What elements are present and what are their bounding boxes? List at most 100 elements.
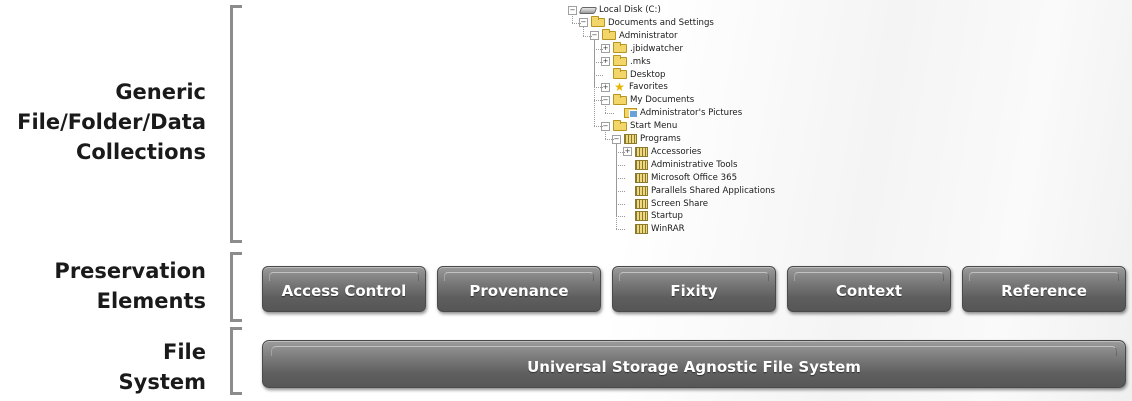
tree-connector	[594, 74, 603, 76]
program-icon	[635, 224, 648, 235]
layer-label-filesystem: File System	[119, 337, 206, 397]
layer-label-preservation: Preservation Elements	[54, 256, 206, 316]
tree-item-label: Administrator	[619, 30, 678, 41]
tree-item[interactable]: Parallels Shared Applications	[623, 185, 775, 197]
tree-connector	[594, 48, 603, 50]
tree-item[interactable]: +.jbidwatcher	[601, 42, 684, 55]
tree-item-label: Local Disk (C:)	[599, 5, 661, 15]
folder-icon	[613, 93, 627, 105]
preservation-element-reference[interactable]: Reference	[962, 266, 1126, 312]
tree-connector	[572, 14, 573, 23]
preservation-element-fixity[interactable]: Fixity	[612, 266, 776, 312]
tree-connector	[594, 100, 603, 102]
program-icon	[624, 134, 637, 144]
label-line: System	[118, 370, 206, 394]
tree-connector	[572, 22, 581, 24]
tree-item[interactable]: +.mks	[601, 55, 651, 68]
preservation-element-label: Provenance	[469, 282, 569, 300]
tree-item[interactable]: −Administrator	[590, 29, 678, 42]
tree-connector	[605, 130, 606, 139]
tree-connector	[605, 139, 614, 140]
layer-label-collections: Generic File/Folder/Data Collections	[17, 77, 206, 167]
preservation-element-provenance[interactable]: Provenance	[437, 266, 601, 312]
tree-item[interactable]: −My Documents	[601, 93, 695, 106]
program-icon	[635, 146, 648, 157]
tree-item[interactable]: −Start Menu	[601, 119, 678, 132]
tree-item-label: Documents and Settings	[608, 17, 714, 28]
tree-connector	[616, 203, 625, 205]
program-icon	[635, 198, 648, 209]
tree-connector	[616, 216, 625, 218]
tree-connector	[594, 39, 595, 127]
tree-item-label: .mks	[630, 56, 651, 67]
tree-connector	[616, 143, 617, 230]
tree-item-label: Screen Share	[651, 198, 709, 209]
label-line: Elements	[96, 289, 206, 313]
tree-item[interactable]: +Accessories	[623, 146, 701, 158]
tree-item[interactable]: −Documents and Settings	[579, 16, 714, 29]
tree-item-label: Administrator's Pictures	[640, 108, 743, 119]
folder-icon	[602, 29, 616, 41]
tree-item[interactable]: Screen Share	[623, 198, 708, 210]
label-line: File/Folder/Data	[17, 110, 206, 134]
program-icon	[635, 211, 648, 222]
folder-icon	[613, 68, 627, 79]
storage-label: Universal Storage Agnostic File System	[527, 358, 861, 376]
drive-icon	[578, 6, 598, 14]
tree-connector	[594, 87, 603, 89]
label-line: Preservation	[54, 259, 206, 283]
tree-connector	[616, 164, 625, 166]
tree-connector	[594, 61, 603, 63]
tree-connector	[594, 126, 603, 128]
tree-connector	[583, 26, 584, 36]
tree-item[interactable]: Desktop	[601, 68, 666, 81]
program-icon	[635, 185, 648, 196]
tree-item-label: My Documents	[630, 95, 695, 106]
tree-item-label: Start Menu	[630, 121, 678, 132]
tree-item-label: Accessories	[651, 146, 702, 157]
folder-icon	[591, 16, 605, 28]
tree-item-label: Startup	[651, 211, 683, 222]
tree-item[interactable]: −Programs	[612, 133, 681, 145]
tree-item-label: Favorites	[629, 82, 668, 93]
preservation-element-label: Access Control	[281, 282, 407, 300]
tree-item-label: Parallels Shared Applications	[651, 185, 776, 196]
preservation-element-label: Fixity	[670, 282, 718, 300]
tree-connector	[616, 229, 625, 231]
tree-item-label: Administrative Tools	[651, 159, 738, 170]
folder-icon	[613, 42, 627, 54]
folder-icon	[613, 119, 627, 131]
tree-item-label: WinRAR	[651, 224, 685, 235]
tree-connector	[583, 35, 592, 37]
tree-item[interactable]: WinRAR	[623, 223, 685, 235]
label-line: Collections	[75, 140, 206, 164]
tree-item-label: Microsoft Office 365	[651, 172, 738, 183]
tree-item[interactable]: +★Favorites	[601, 81, 668, 93]
bracket-collections	[230, 5, 242, 243]
preservation-element-access-control[interactable]: Access Control	[262, 266, 426, 312]
bracket-filesystem	[230, 327, 242, 395]
bracket-preservation	[230, 252, 242, 322]
tree-item[interactable]: −Local Disk (C:)	[568, 4, 661, 16]
preservation-element-context[interactable]: Context	[787, 266, 951, 312]
label-line: Generic	[115, 80, 206, 104]
tree-connector	[616, 177, 625, 179]
tree-item[interactable]: Microsoft Office 365	[623, 172, 737, 184]
program-icon	[635, 172, 648, 183]
tree-item-label: .jbidwatcher	[630, 43, 684, 54]
pictures-icon	[624, 108, 638, 119]
tree-connector	[605, 104, 606, 114]
tree-item[interactable]: Administrator's Pictures	[612, 107, 742, 119]
label-line: File	[163, 340, 206, 364]
preservation-element-label: Context	[835, 282, 903, 300]
preservation-element-label: Reference	[1001, 282, 1087, 300]
file-tree: −Local Disk (C:)−Documents and Settings−…	[560, 4, 860, 244]
tree-connector	[616, 190, 625, 192]
tree-item-label: Desktop	[630, 69, 666, 80]
tree-item[interactable]: Administrative Tools	[623, 159, 737, 171]
program-icon	[635, 159, 648, 170]
tree-connector	[616, 151, 625, 153]
tree-item-label: Programs	[640, 134, 681, 144]
tree-item[interactable]: Startup	[623, 210, 683, 222]
storage-file-system-bar[interactable]: Universal Storage Agnostic File System	[262, 340, 1126, 388]
